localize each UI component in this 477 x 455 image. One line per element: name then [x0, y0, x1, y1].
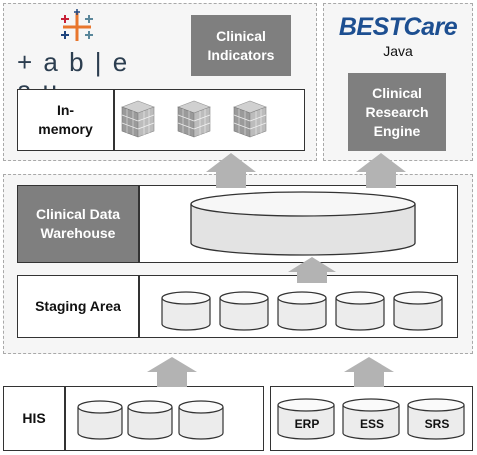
cube-icon — [177, 100, 211, 138]
clinical-indicators-label: Clinical Indicators — [207, 27, 275, 63]
up-arrow-icon — [344, 357, 394, 387]
srs-label: SRS — [425, 417, 450, 431]
erp-database-icon — [277, 398, 335, 440]
database-icon — [393, 291, 443, 331]
database-icon — [77, 400, 123, 440]
warehouse-database-icon — [190, 191, 416, 256]
his-label: HIS — [22, 410, 46, 426]
database-icon — [127, 400, 173, 440]
clinical-research-engine-label: Clinical Research Engine — [365, 84, 429, 139]
in-memory-label: In-memory — [38, 102, 93, 137]
staging-area-label: Staging Area — [35, 298, 121, 314]
database-icon — [335, 291, 385, 331]
clinical-indicators-box: Clinical Indicators — [191, 15, 291, 76]
staging-databases — [161, 291, 443, 331]
database-icon — [178, 400, 224, 440]
database-icon — [161, 291, 211, 331]
tableau-logo-icon — [61, 9, 93, 41]
cube-icon — [233, 100, 267, 138]
database-icon — [219, 291, 269, 331]
bestcare-logo: BESTCare — [338, 13, 458, 41]
srs-database-icon — [407, 398, 465, 440]
database-icon — [277, 291, 327, 331]
tableau-wordmark: + a b | e a u — [17, 47, 130, 104]
ess-label: ESS — [360, 417, 384, 431]
external-sources-databases: ERP ESS SRS — [277, 398, 465, 440]
in-memory-cubes — [121, 100, 267, 138]
ess-database-icon — [342, 398, 400, 440]
up-arrow-icon — [147, 357, 197, 387]
clinical-research-engine-box: Clinical Research Engine — [348, 73, 446, 151]
clinical-data-warehouse-label: Clinical Data Warehouse — [18, 186, 138, 262]
bestcare-subtitle: Java — [383, 43, 413, 59]
erp-label: ERP — [295, 417, 320, 431]
cube-icon — [121, 100, 155, 138]
his-databases — [77, 400, 224, 440]
